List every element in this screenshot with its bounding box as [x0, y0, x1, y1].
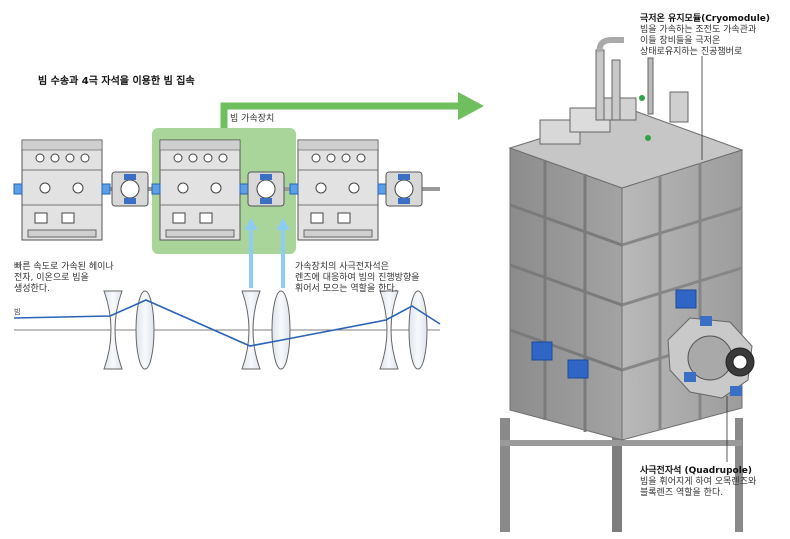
cavity-module-middle — [151, 139, 249, 241]
fast-beam-text: 빠른 속도로 가속된 헤이나 전자, 이온으로 빔을 생성한다. — [14, 262, 114, 295]
quad-cavity-line-2: 렌즈에 대응하여 빔의 진행방향을 — [295, 273, 420, 283]
quadrupole-line-1: 빔을 휘어지게 하여 오목렌즈와 — [640, 477, 757, 487]
quadrupole-middle — [247, 171, 285, 207]
blue-arrow-1-head-icon — [244, 218, 258, 230]
cryomodule-line-2: 이들 장비들을 극저온 — [640, 36, 721, 46]
quadrupole-title: 사극전자석 (Quadrupole) — [640, 466, 752, 476]
quadrupole-left — [111, 171, 149, 207]
convex-lens-2 — [271, 290, 291, 370]
beam-trajectory — [13, 299, 441, 347]
quad-in-cavity-text: 가속장치의 사극전자석은 렌즈에 대응하여 빔의 진행방향을 휘어서 모으는 역… — [295, 262, 420, 295]
cavity-module-right — [289, 139, 387, 241]
cryomodule-title: 극저온 유지모듈(Cryomodule) — [640, 14, 771, 24]
cryomodule-line-3: 상태로유지하는 진공챔버로 — [640, 47, 743, 57]
fast-beam-line-3: 생성한다. — [14, 284, 50, 294]
convex-lens-1 — [135, 290, 155, 370]
cryomodule-line-1: 빔을 가속하는 조전도 가속관과 — [640, 25, 757, 35]
blue-arrow-2-head-icon — [276, 218, 290, 230]
quadrupole-line-2: 블록렌즈 역할을 한다. — [640, 488, 724, 498]
fast-beam-line-2: 전자, 이온으로 빔을 — [14, 273, 89, 283]
quadrupole-right — [385, 171, 423, 207]
concave-lens-2 — [241, 290, 261, 370]
cryomodule-illustration — [500, 37, 755, 532]
green-arrow-line — [220, 102, 460, 128]
convex-lens-3 — [408, 290, 428, 370]
acceleration-label: 빔 가속장치 — [230, 114, 275, 124]
concave-lens-1 — [103, 290, 123, 370]
green-arrow-head-icon — [458, 92, 484, 120]
quadrupole-caption: 사극전자석 (Quadrupole) 빔을 휘어지게 하여 오목렌즈와 블록렌즈… — [640, 466, 756, 499]
beam-axis-label: 빔 — [14, 308, 21, 316]
cavity-module-left — [13, 139, 111, 241]
diagram-title: 빔 수송과 4극 자석을 이용한 빔 집속 — [38, 76, 195, 87]
quad-cavity-line-3: 휘어서 모으는 역할을 한다. — [295, 284, 398, 294]
quad-cavity-line-1: 가속장치의 사극전자석은 — [295, 262, 389, 272]
cryomodule-caption: 극저온 유지모듈(Cryomodule) 빔을 가속하는 조전도 가속관과 이들… — [640, 14, 770, 58]
concave-lens-3 — [379, 290, 399, 370]
fast-beam-line-1: 빠른 속도로 가속된 헤이나 — [14, 262, 114, 272]
